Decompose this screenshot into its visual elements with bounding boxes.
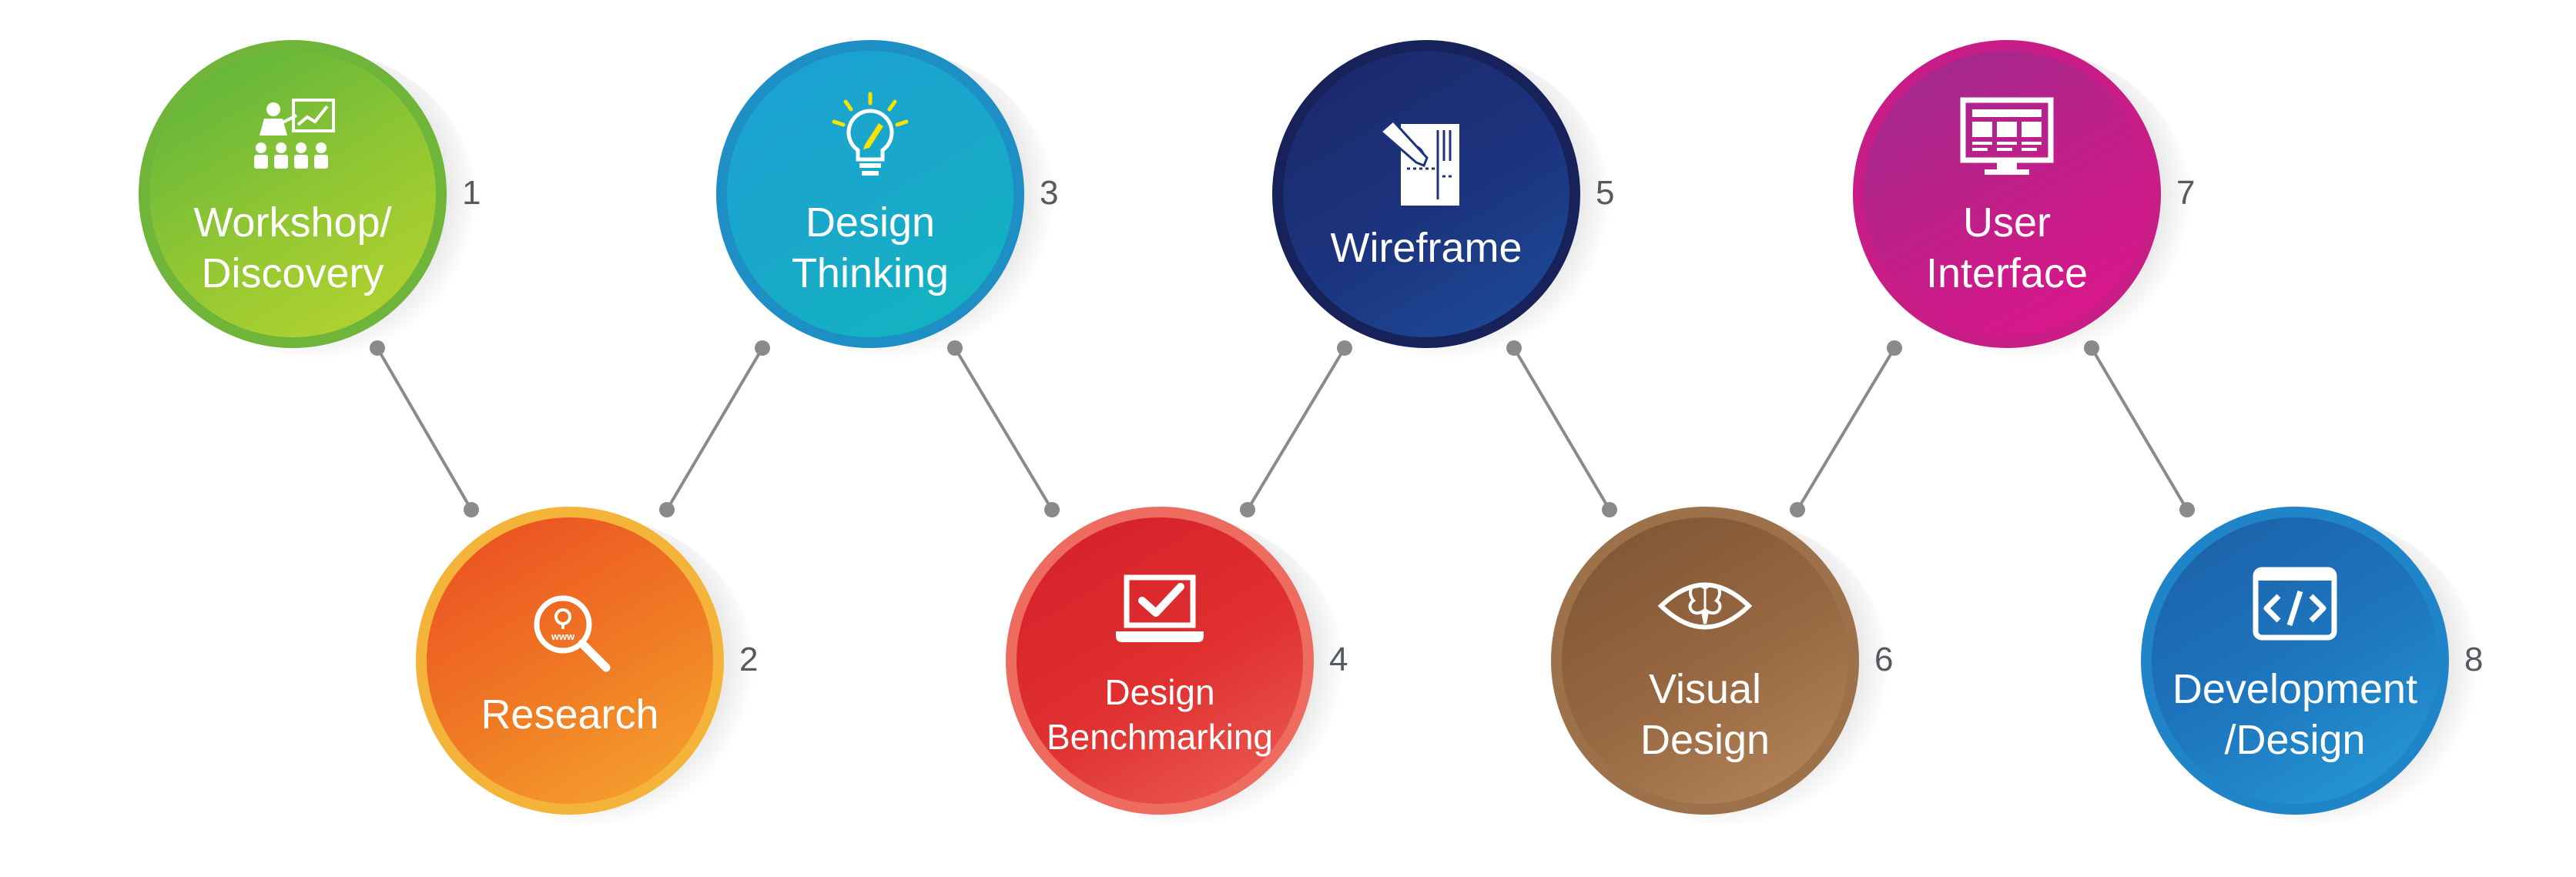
lightbulb-pencil-icon (820, 89, 920, 189)
connector-dot (370, 340, 385, 356)
presentation-icon (243, 89, 343, 189)
connector-dot (1887, 340, 1902, 356)
connector-7-8 (2090, 346, 2189, 511)
step-6-circle: Visual Design (1551, 507, 1859, 815)
svg-text:www: www (551, 631, 575, 642)
laptop-check-icon (1110, 562, 1210, 662)
step-4-number: 4 (1329, 641, 1348, 678)
step-8-number: 8 (2464, 641, 2484, 678)
step-6-number: 6 (1874, 641, 1894, 678)
step-8-label: Development /Design (2172, 664, 2417, 765)
step-5-number: 5 (1596, 174, 1615, 212)
step-3-label-line-1: Design (805, 199, 936, 246)
eye-butterfly-icon (1655, 556, 1755, 656)
connector-dot (2084, 340, 2099, 356)
connector-dot (2179, 502, 2195, 517)
step-3-number: 3 (1040, 174, 1059, 212)
step-3-label: Design Thinking (792, 197, 949, 299)
step-1-label-line-1: Workshop/ (193, 199, 392, 246)
connector-dot (659, 502, 675, 517)
step-5-node: Wireframe 5 (1272, 40, 1614, 360)
connector-dot (1337, 340, 1352, 356)
connector-6-7 (1796, 346, 1896, 511)
connector-dot (1044, 502, 1060, 517)
connector-4-5 (1246, 346, 1346, 511)
step-4-label: Design Benchmarking (1047, 670, 1273, 759)
step-7-label-line-1: User (1962, 199, 2051, 246)
blueprint-icon (1376, 115, 1476, 215)
step-1-circle: Workshop/ Discovery (139, 40, 447, 348)
step-2-circle: www Research (416, 507, 724, 815)
step-1-label-line-2: Discovery (201, 250, 384, 296)
step-1-node: Workshop/ Discovery 1 (139, 40, 481, 360)
step-4-label-line-1: Design (1104, 672, 1215, 712)
step-6-node: Visual Design 6 (1551, 507, 1893, 827)
step-6-label-line-2: Design (1640, 717, 1770, 763)
step-8-circle: Development /Design (2141, 507, 2449, 815)
step-3-label-line-2: Thinking (791, 250, 950, 296)
step-5-label-line-1: Wireframe (1330, 225, 1522, 271)
step-4-circle: Design Benchmarking (1006, 507, 1314, 815)
connector-dot (1790, 502, 1805, 517)
monitor-layout-icon (1957, 89, 2057, 189)
step-5-circle: Wireframe (1272, 40, 1580, 348)
connector-dot (464, 502, 479, 517)
step-6-label: Visual Design (1640, 664, 1770, 765)
step-1-number: 1 (462, 174, 481, 212)
step-7-label-line-2: Interface (1925, 250, 2089, 296)
step-8-label-line-2: /Design (2224, 717, 2366, 763)
connector-3-4 (953, 346, 1054, 511)
step-2-node: www Research 2 (416, 507, 758, 827)
code-window-icon (2245, 556, 2345, 656)
connector-dot (1602, 502, 1617, 517)
step-7-node: User Interface 7 (1853, 40, 2195, 360)
step-8-node: Development /Design 8 (2141, 507, 2483, 827)
connector-1-2 (376, 346, 473, 511)
step-5-label: Wireframe (1330, 223, 1522, 273)
step-3-circle: Design Thinking (716, 40, 1024, 348)
step-1-label: Workshop/ Discovery (193, 197, 391, 299)
step-4-node: Design Benchmarking 4 (1006, 507, 1348, 827)
step-7-label: User Interface (1926, 197, 2088, 299)
connector-dot (1506, 340, 1522, 356)
connector-dot (947, 340, 963, 356)
step-4-label-line-2: Benchmarking (1046, 717, 1274, 757)
search-www-icon: www (520, 581, 620, 681)
step-7-number: 7 (2176, 174, 2196, 212)
connector-2-3 (665, 346, 764, 511)
step-2-label: Research (481, 689, 658, 740)
step-8-label-line-1: Development (2172, 666, 2418, 712)
step-6-label-line-1: Visual (1648, 666, 1762, 712)
step-2-label-line-1: Research (481, 691, 659, 738)
connector-dot (1240, 502, 1255, 517)
connector-dot (755, 340, 770, 356)
step-2-number: 2 (739, 641, 759, 678)
step-3-node: Design Thinking 3 (716, 40, 1058, 360)
step-7-circle: User Interface (1853, 40, 2161, 348)
connector-5-6 (1512, 346, 1611, 511)
